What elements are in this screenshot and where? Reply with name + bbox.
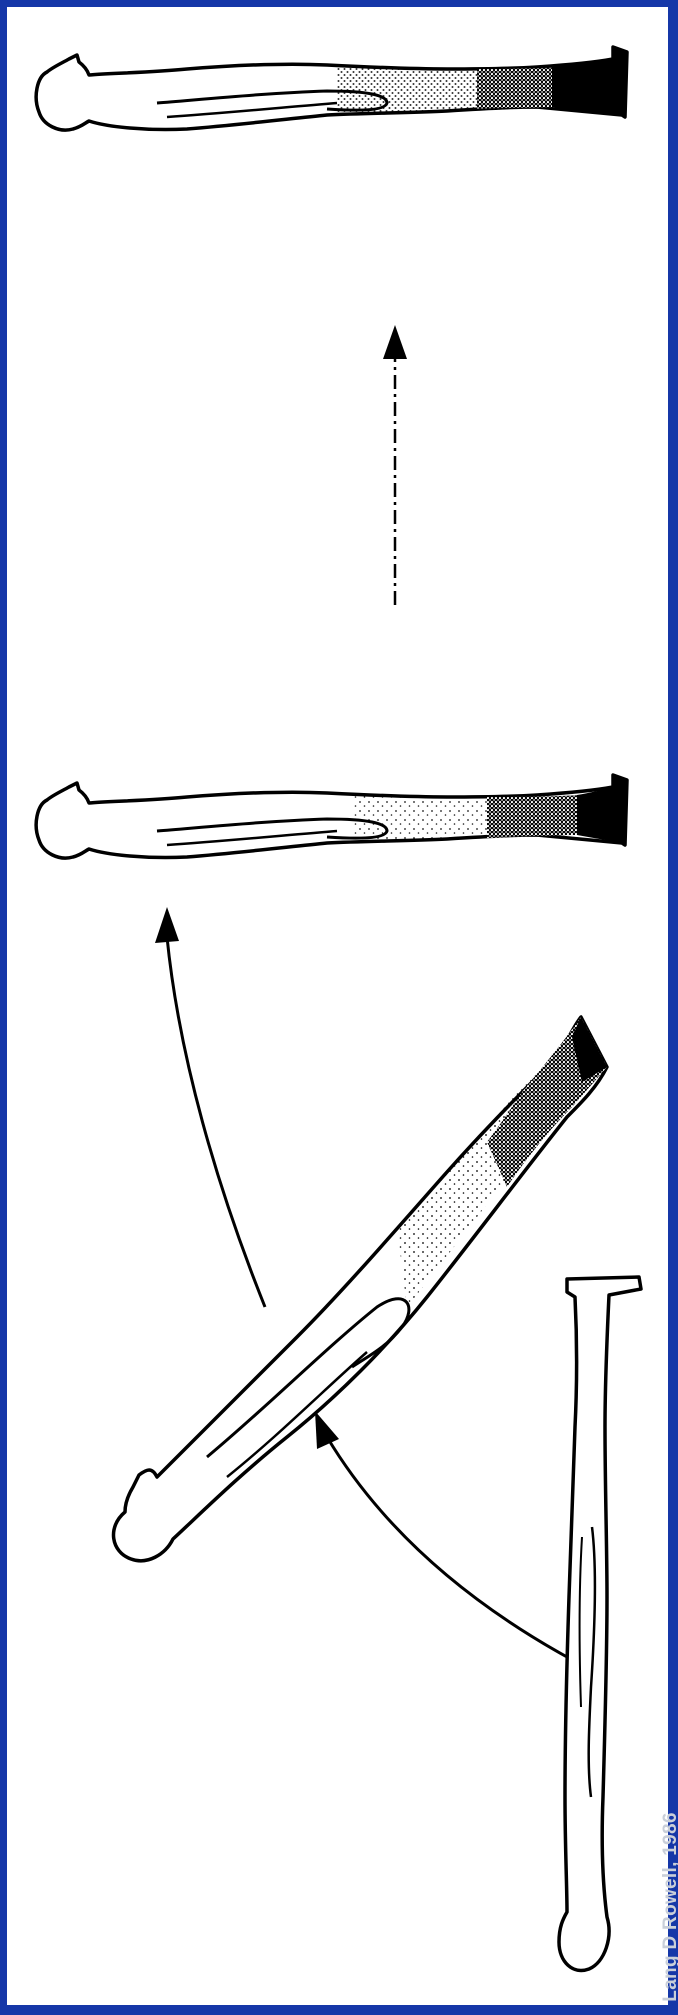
arrow-supine-to-tilted: [315, 1411, 567, 1657]
figure-panel: Lang D Rowell, 1986: [7, 7, 668, 2005]
arrow-upright-progression: [383, 325, 407, 605]
image-credit: Lang D Rowell, 1986: [660, 1812, 678, 2001]
figure-upright-top: [36, 47, 627, 130]
figure-upright-middle: [36, 775, 627, 858]
arrow-tilted-to-upright: [155, 907, 265, 1307]
figure-tilted: [114, 1017, 607, 1561]
posture-diagram: [7, 7, 668, 2005]
figure-supine-flat: [559, 1277, 641, 1970]
